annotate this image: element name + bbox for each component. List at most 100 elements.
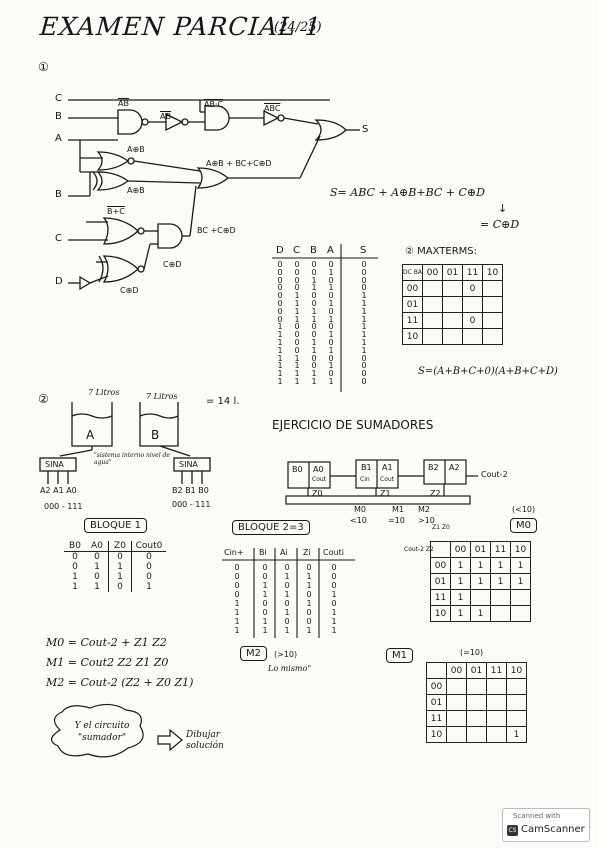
kmap-m0-row: 00 — [430, 557, 451, 574]
not-gate-1 — [165, 112, 184, 132]
table-cell: 0 — [294, 345, 300, 355]
table-cell: 0 — [277, 267, 283, 277]
table-cell: 1 — [331, 608, 337, 617]
kmap-row: 10 — [402, 328, 423, 345]
table-cell: 0 — [331, 572, 337, 581]
b1-cell: 0 — [86, 551, 109, 562]
b1-cell: 1 — [86, 582, 109, 592]
table-cell: 1 — [331, 590, 337, 599]
tank-b-label: B — [151, 428, 160, 442]
exercise-2-number: ② — [38, 392, 49, 406]
tt-header-c: C — [293, 245, 300, 256]
table-cell: 1 — [328, 330, 334, 340]
bits-b: B2 B1 B0 — [172, 486, 209, 495]
input-label-d: D — [55, 276, 63, 287]
kmap-m0-row: 11 — [430, 589, 451, 606]
input-label-b: B — [55, 111, 62, 122]
table-cell: 0 — [234, 581, 240, 590]
sina-a: SINA — [45, 460, 64, 469]
kmap-m1-row: 10 — [426, 726, 447, 743]
table-cell: 1 — [294, 376, 300, 386]
tank-a-volume: 7 Litros — [88, 388, 120, 397]
table-cell: 0 — [294, 260, 300, 269]
table-cell: 1 — [361, 345, 367, 355]
range-a: 000 - 111 — [44, 502, 83, 511]
m1-box: M1 — [386, 648, 413, 663]
b1-cell: 0 — [146, 572, 152, 582]
table-cell: 0 — [277, 260, 283, 269]
table-cell: 0 — [331, 581, 337, 590]
camscanner-watermark: Scanned with CS CamScanner — [502, 808, 590, 842]
adder1-b: A1 — [382, 463, 393, 472]
table-cell: 1 — [331, 617, 337, 626]
kmap-m1-col: 11 — [486, 662, 507, 679]
kmap-m1-cell: 1 — [506, 726, 527, 743]
kmap-m1-cell — [506, 710, 527, 727]
table-cell: 0 — [262, 563, 268, 572]
table-cell: 0 — [361, 376, 367, 386]
not-gate-2 — [263, 109, 280, 127]
table-cell: 0 — [328, 322, 334, 332]
table-cell: 0 — [294, 330, 300, 340]
kmap-m1-cell — [486, 694, 507, 711]
kmap-m0-row: 10 — [430, 605, 451, 622]
table-cell: 1 — [294, 314, 300, 324]
table-cell: 0 — [294, 275, 300, 285]
or-gate-mid — [196, 167, 230, 189]
table-cell: 1 — [311, 345, 317, 355]
kmap-m0-col: 00 — [450, 541, 471, 558]
table-cell: 0 — [284, 617, 290, 626]
table-cell: 0 — [294, 322, 300, 332]
kmap-m0-row: 01 — [430, 573, 451, 590]
table-cell: 0 — [311, 298, 317, 308]
nor-gate-bc — [102, 217, 139, 245]
table-cell: 1 — [311, 369, 317, 379]
table-cell: 1 — [294, 369, 300, 379]
table-cell: 0 — [311, 361, 317, 371]
table-cell: 1 — [277, 369, 283, 379]
m2-same: Lo mismo" — [268, 664, 312, 673]
table-cell: 1 — [294, 291, 300, 301]
table-cell: 0 — [361, 260, 367, 269]
table-cell: 1 — [331, 626, 337, 635]
table-cell: 1 — [328, 345, 334, 355]
table-cell: 1 — [284, 608, 290, 617]
adder0-c: Cout — [312, 476, 327, 483]
b23-header: Couti — [323, 548, 344, 557]
kmap-m1-note: (=10) — [460, 648, 484, 657]
draw-solution: Dibujar solución — [186, 730, 224, 751]
gate-label-or-mid: A⊕B + BC+C⊕D — [206, 159, 272, 168]
table-cell: 1 — [284, 626, 290, 635]
table-cell: 0 — [262, 572, 268, 581]
table-cell: 0 — [234, 590, 240, 599]
b1-cell: 1 — [108, 562, 132, 572]
kmap-m0-cell: 1 — [450, 573, 471, 590]
cond-eq10: =10 — [388, 516, 405, 525]
adder2-a: B2 — [428, 463, 439, 472]
table-cell: 0 — [262, 608, 268, 617]
exercise-1-number: ① — [38, 60, 49, 74]
table-cell: 1 — [306, 572, 312, 581]
kmap-m1-cell — [466, 710, 487, 727]
kmap-m0: 00 01 11 10 00 1 1 1 1 01 1 1 1 1 11 1 1… — [430, 541, 531, 622]
cond-gt10: >10 — [418, 516, 435, 525]
equation-m0: M0 = Cout-2 + Z1 Z2 — [46, 636, 167, 649]
xnor-gate-cd — [102, 255, 139, 283]
maxterms-title: ② MAXTERMS: — [405, 246, 478, 257]
kmap-m1-cell — [446, 694, 467, 711]
m2-box: M2 — [240, 646, 267, 661]
gate-label-abc: ABC — [264, 104, 281, 113]
table-cell: 0 — [277, 314, 283, 324]
scanner-line2: CamScanner — [521, 824, 585, 835]
kmap-m1-col: 10 — [506, 662, 527, 679]
b1-cell: 0 — [86, 572, 109, 582]
equation-arrow: ↓ — [498, 202, 508, 215]
table-cell: 1 — [328, 267, 334, 277]
table-cell: 1 — [284, 572, 290, 581]
b1-cell: 0 — [146, 562, 152, 572]
b1-cell: 1 — [72, 582, 78, 592]
b1-cell: 0 — [72, 552, 78, 562]
equation-m2: M2 = Cout-2 (Z2 + Z0 Z1) — [46, 676, 194, 689]
